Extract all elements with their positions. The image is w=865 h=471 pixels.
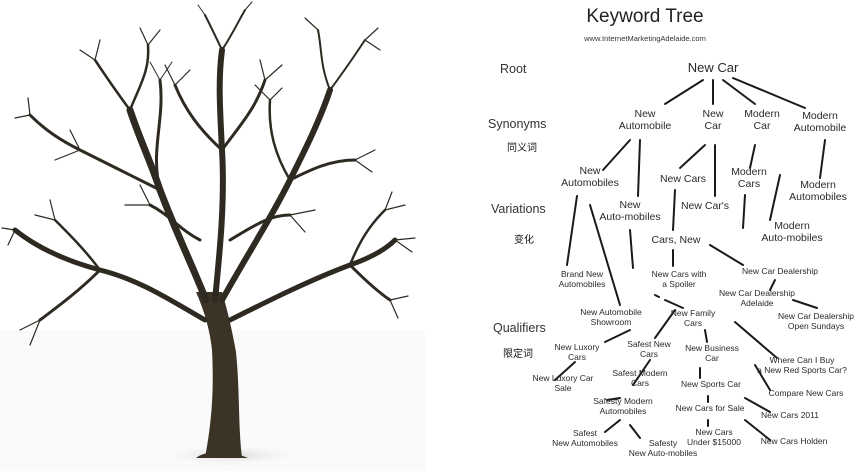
node-new-cars-with-spoiler: New Cars with a Spoiler — [651, 269, 707, 289]
node-new-cars-apostrophe: New Car's — [680, 200, 730, 212]
node-new-cars-2011: New Cars 2011 — [761, 410, 819, 420]
keyword-tree-diagram: Keyword Tree www.InternetMarketingAdelai… — [425, 0, 865, 471]
node-new-cars-under-15000: New Cars Under $15000 — [687, 427, 741, 447]
category-qualifiers-zh: 限定词 — [503, 349, 533, 360]
node-new-car-synonym: New Car — [702, 108, 724, 133]
diagram-title: Keyword Tree — [586, 6, 704, 27]
node-new-automobiles: New Automobiles — [561, 165, 619, 190]
node-modern-car: Modern Car — [744, 108, 780, 133]
node-compare-new-cars: Compare New Cars — [768, 388, 844, 398]
node-new-cars-for-sale: New Cars for Sale — [675, 403, 745, 413]
category-qualifiers: Qualifiers — [493, 321, 546, 335]
node-new-cars-holden: New Cars Holden — [760, 436, 828, 446]
tree-illustration — [0, 0, 425, 471]
node-new-automobile: New Automobile — [618, 108, 672, 133]
node-new-family-cars: New Family Cars — [670, 308, 716, 328]
node-new-car-dealership: New Car Dealership — [741, 266, 819, 276]
tree-trunk — [196, 292, 248, 458]
node-safest-new-automobiles: Safest New Automobiles — [552, 428, 618, 448]
node-new-business-car: New Business Car — [685, 343, 739, 363]
category-synonyms: Synonyms — [488, 117, 547, 131]
node-safest-new-cars: Safest New Cars — [627, 339, 671, 359]
node-safesty-modern-automobiles: Safesty Modern Automobiles — [593, 396, 653, 416]
tree-branches — [1, 1, 416, 346]
node-new-auto-mobiles: New Auto-mobiles — [599, 199, 661, 224]
category-variations-zh: 变化 — [514, 235, 534, 246]
node-new-car-root: New Car — [687, 60, 739, 75]
node-safest-modern-cars: Safest Modern Cars — [612, 368, 668, 388]
category-synonyms-zh: 同义词 — [507, 143, 537, 154]
node-modern-automobile: Modern Automobile — [793, 110, 847, 135]
node-new-car-dealership-adelaide: New Car Dealership Adelaide — [718, 288, 796, 308]
diagram-subtitle: www.InternetMarketingAdelaide.com — [584, 34, 706, 43]
node-new-luxory-cars: New Luxory Cars — [554, 342, 600, 362]
node-modern-automobiles: Modern Automobiles — [789, 179, 847, 204]
node-new-automobile-showroom: New Automobile Showroom — [580, 307, 642, 327]
node-where-can-i-buy: Where Can I Buy a New Red Sports Car? — [757, 355, 847, 375]
node-new-car-dealership-open-sundays: New Car Dealership Open Sundays — [777, 311, 855, 331]
node-modern-cars: Modern Cars — [731, 166, 767, 191]
node-cars-new: Cars, New — [651, 234, 701, 246]
node-modern-auto-mobiles: Modern Auto-mobiles — [761, 220, 823, 245]
connector-lines — [554, 77, 826, 441]
category-variations: Variations — [491, 202, 546, 216]
bare-tree-image — [0, 1, 425, 471]
category-root: Root — [500, 62, 527, 76]
node-new-cars: New Cars — [659, 173, 707, 185]
node-brand-new-automobiles: Brand New Automobiles — [558, 269, 606, 289]
node-new-sports-car: New Sports Car — [681, 379, 741, 389]
node-new-luxory-car-sale: New Luxory Car Sale — [532, 373, 594, 393]
node-safesty-new-auto-mobiles: Safesty New Auto-mobiles — [628, 438, 698, 458]
